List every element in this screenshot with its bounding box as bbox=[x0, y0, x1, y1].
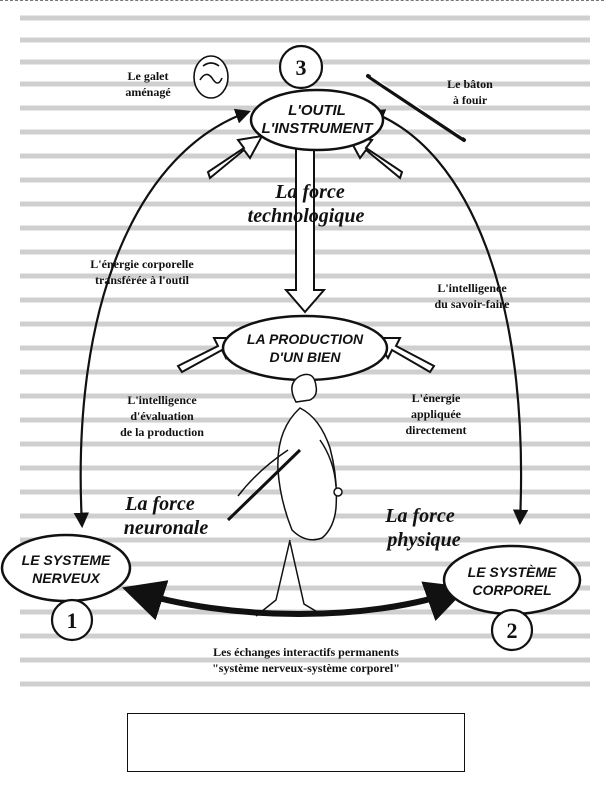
pebble-tool-drawing bbox=[193, 55, 229, 99]
label-applied-energy-line3: directement bbox=[405, 423, 466, 437]
label-evaluation-line3: de la production bbox=[120, 425, 204, 439]
label-body-energy-line1: L'énergie corporelle bbox=[90, 257, 194, 271]
node-production-line1: LA PRODUCTION bbox=[247, 331, 364, 347]
node-tool-line2: L'INSTRUMENT bbox=[261, 120, 374, 137]
number-circle-2 bbox=[490, 608, 534, 652]
label-body-energy-line2: transférée à l'outil bbox=[95, 273, 190, 287]
node-body-number: 2 bbox=[507, 618, 518, 643]
number-circle-1 bbox=[50, 598, 94, 642]
node-nervous-line1: LE SYSTEME bbox=[22, 552, 111, 568]
hominid-figure-drawing bbox=[226, 373, 343, 617]
label-evaluation-line2: d'évaluation bbox=[130, 409, 194, 423]
label-applied-energy-line1: L'énergie bbox=[412, 391, 461, 405]
label-stick-line2: à fouir bbox=[453, 93, 488, 107]
arc-left bbox=[73, 108, 251, 529]
ellipse-body bbox=[442, 544, 582, 616]
arrow-right-into-production bbox=[372, 337, 436, 374]
digging-stick-drawing bbox=[366, 74, 466, 142]
label-exchanges-line1: Les échanges interactifs permanents bbox=[213, 645, 399, 659]
force-physical-line1: La force bbox=[384, 505, 455, 527]
node-body-line2: CORPOREL bbox=[472, 582, 551, 598]
arc-right bbox=[369, 109, 529, 526]
arrow-tool-to-production bbox=[283, 139, 327, 314]
node-tool-line1: L'OUTIL bbox=[288, 102, 346, 119]
node-nervous-line2: NERVEUX bbox=[32, 570, 101, 586]
force-physical-line2: physique bbox=[385, 529, 460, 551]
label-knowhow-line2: du savoir-faire bbox=[435, 297, 511, 311]
label-evaluation-line1: L'intelligence bbox=[127, 393, 197, 407]
number-circle-3 bbox=[278, 44, 324, 90]
top-dashed-rule bbox=[0, 0, 604, 1]
force-neuronal-line1: La force bbox=[124, 493, 195, 515]
ellipse-production bbox=[221, 314, 389, 382]
force-technological-line1: La force bbox=[274, 181, 345, 203]
arc-bottom-exchange bbox=[121, 580, 468, 622]
label-knowhow-line1: L'intelligence bbox=[437, 281, 507, 295]
ellipse-nervous bbox=[0, 533, 132, 603]
node-body-line1: LE SYSTÈME bbox=[468, 564, 557, 580]
force-technological-line2: technologique bbox=[248, 205, 365, 227]
diagram: 3 L'OUTIL L'INSTRUMENT LA PRODUCTION D'U… bbox=[0, 15, 590, 687]
ellipse-tool bbox=[249, 88, 385, 152]
force-neuronal-line2: neuronale bbox=[124, 517, 209, 539]
label-pebble-line2: aménagé bbox=[125, 85, 171, 99]
node-production-line2: D'UN BIEN bbox=[270, 349, 342, 365]
label-applied-energy-line2: appliquée bbox=[411, 407, 462, 421]
label-stick-line1: Le bâton bbox=[447, 77, 493, 91]
node-nervous-number: 1 bbox=[67, 608, 78, 633]
label-pebble-line1: Le galet bbox=[128, 69, 169, 83]
arrow-left-into-tool bbox=[206, 134, 264, 180]
node-tool-number: 3 bbox=[296, 55, 307, 80]
label-exchanges-line2: "système nerveux-système corporel" bbox=[212, 661, 400, 675]
caption-box bbox=[127, 713, 465, 772]
